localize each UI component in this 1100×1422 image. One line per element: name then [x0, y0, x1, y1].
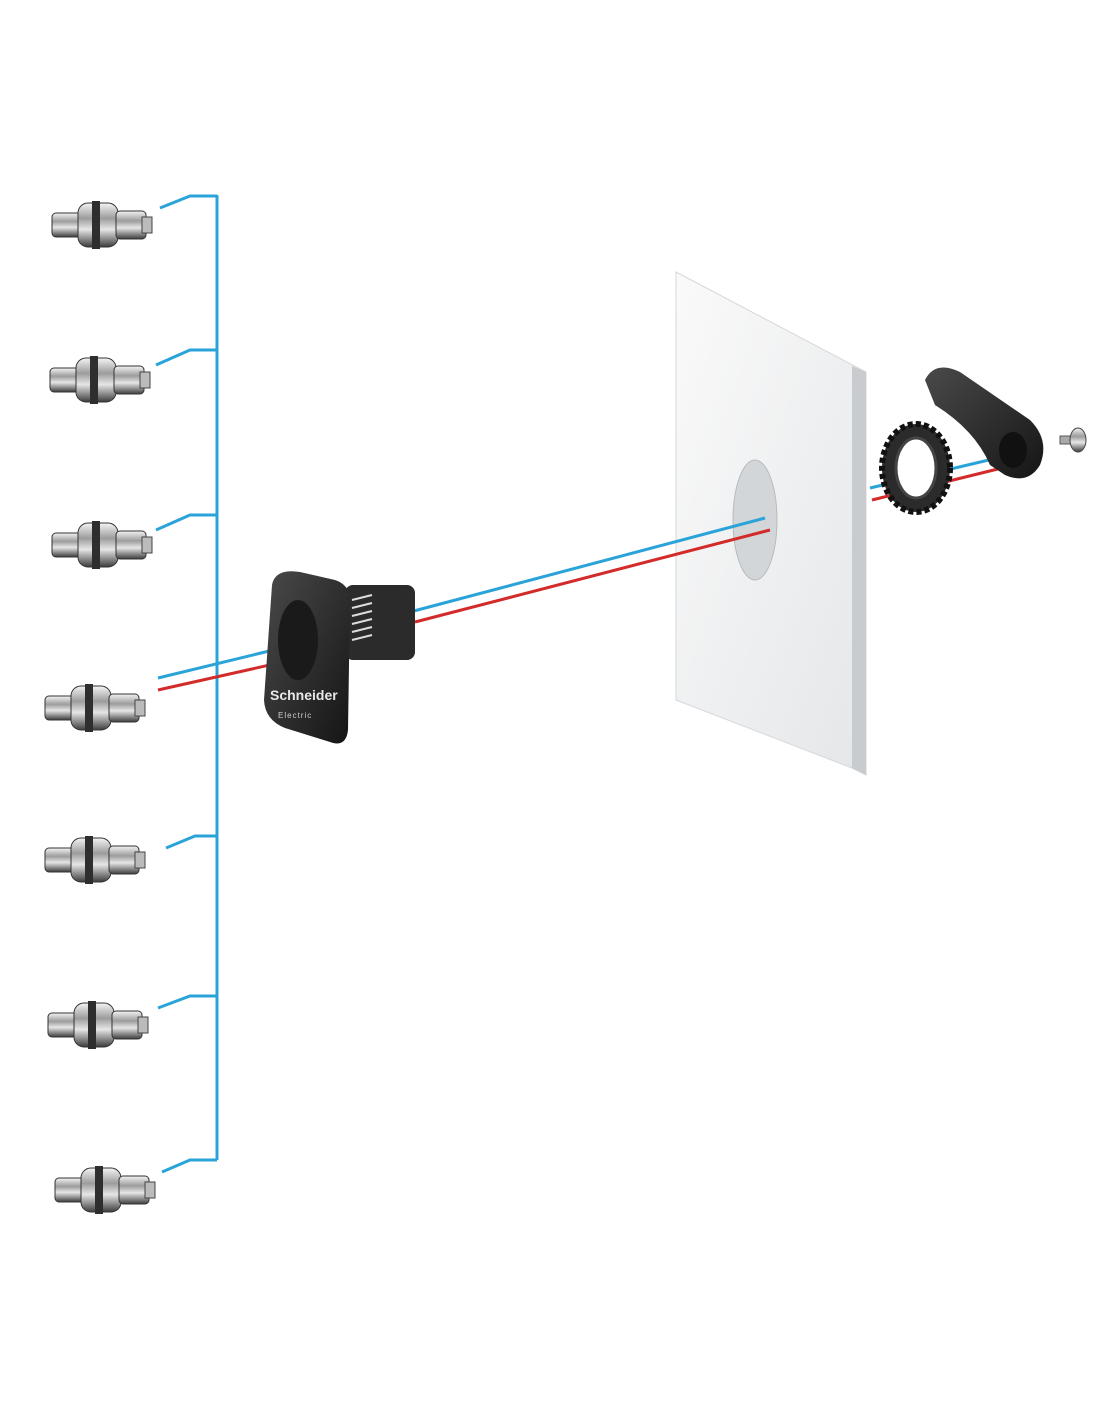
insert-6 — [47, 1000, 149, 1050]
insert-5 — [44, 835, 146, 885]
insert-3 — [51, 520, 153, 570]
insert-7 — [54, 1165, 156, 1215]
door-panel — [675, 271, 867, 776]
brand-logo: Schneider — [270, 687, 338, 703]
cam-lever — [925, 367, 1044, 479]
insert-2 — [49, 355, 151, 405]
insert-1 — [51, 200, 153, 250]
brand-logo-sub: Electric — [278, 711, 312, 720]
insert-4 — [44, 683, 146, 733]
lock-nut — [879, 421, 953, 515]
screw — [1059, 427, 1087, 453]
handle: Schneider Electric — [264, 571, 415, 744]
